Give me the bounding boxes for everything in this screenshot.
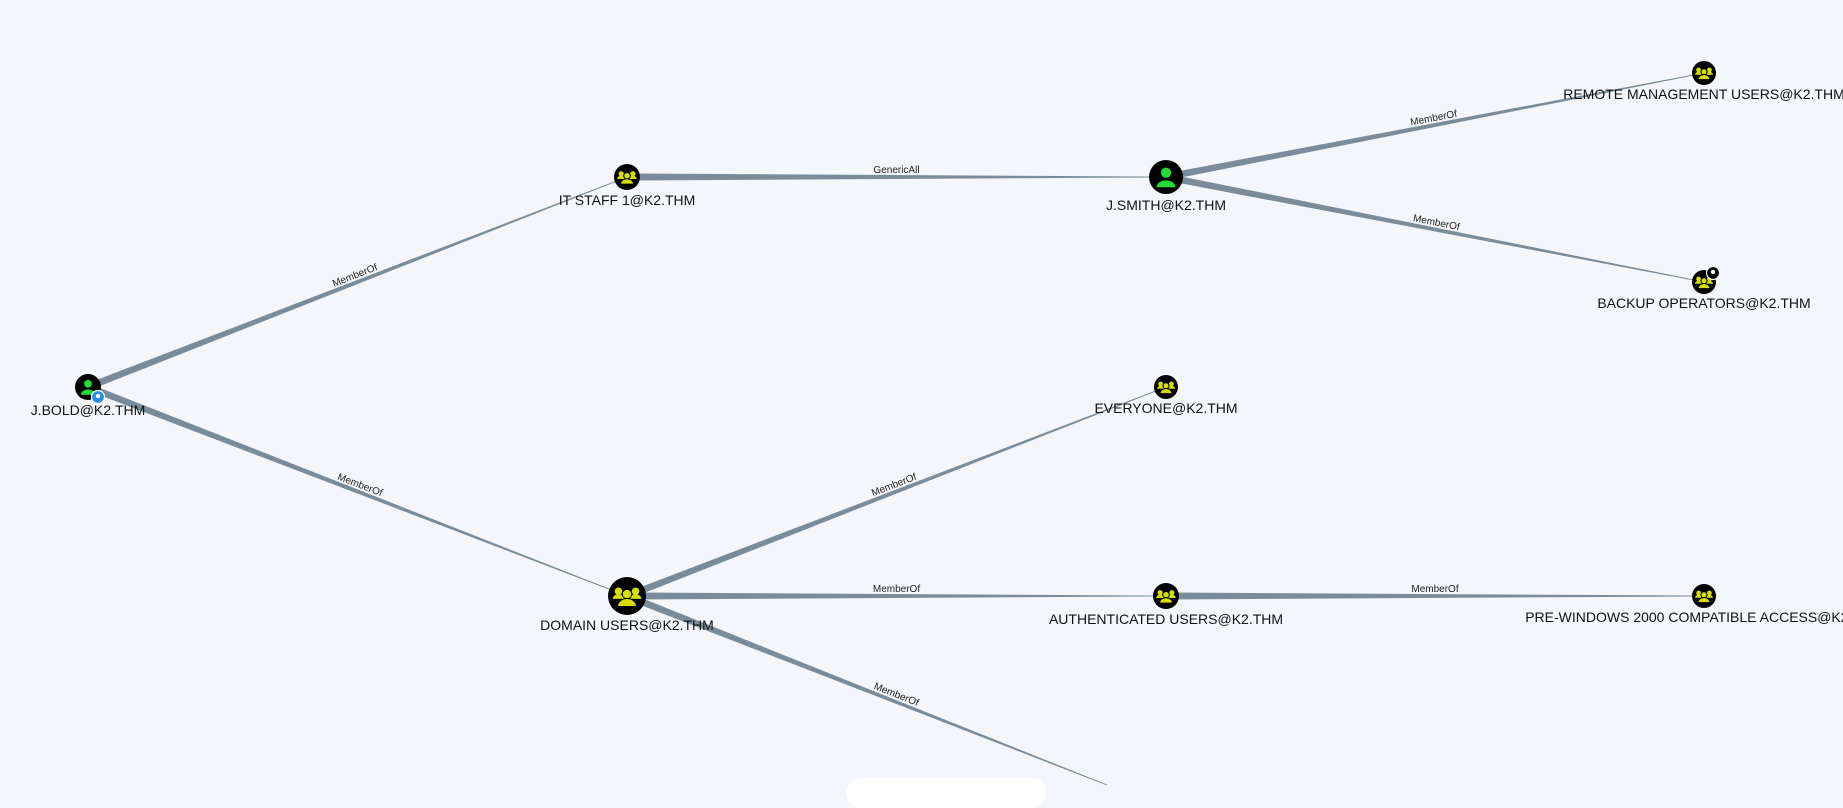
edge-line[interactable] bbox=[86, 383, 628, 597]
edge-jsmith-backup[interactable]: MemberOf bbox=[1165, 173, 1705, 283]
edge-label: GenericAll bbox=[873, 165, 919, 176]
edge-line[interactable] bbox=[625, 386, 1167, 600]
group-icon bbox=[612, 587, 642, 607]
node-remote[interactable]: REMOTE MANAGEMENT USERS@K2.THM bbox=[1563, 61, 1843, 102]
node-jsmith[interactable]: J.SMITH@K2.THM bbox=[1106, 160, 1226, 213]
group-icon bbox=[1157, 381, 1175, 395]
node-label: REMOTE MANAGEMENT USERS@K2.THM bbox=[1563, 86, 1843, 102]
bottom-toolbar[interactable] bbox=[846, 778, 1046, 808]
node-label: AUTHENTICATED USERS@K2.THM bbox=[1049, 611, 1283, 627]
graph-canvas[interactable]: MemberOfGenericAllMemberOfMemberOfMember… bbox=[0, 0, 1843, 785]
group-icon bbox=[1156, 590, 1176, 604]
edge-line[interactable] bbox=[625, 592, 1112, 785]
edge-line[interactable] bbox=[1165, 72, 1705, 181]
node-label: J.SMITH@K2.THM bbox=[1106, 197, 1226, 213]
high-value-gem-icon bbox=[1705, 265, 1721, 281]
edge-jbold-domusers[interactable]: MemberOf bbox=[86, 383, 628, 597]
owned-pin-icon bbox=[90, 389, 106, 405]
user-icon bbox=[1156, 167, 1176, 188]
node-everyone[interactable]: EVERYONE@K2.THM bbox=[1094, 375, 1238, 416]
edge-domusers-authusers[interactable]: MemberOf bbox=[627, 584, 1166, 600]
node-label: EVERYONE@K2.THM bbox=[1094, 400, 1237, 416]
node-backup[interactable]: BACKUP OPERATORS@K2.THM bbox=[1597, 265, 1811, 312]
node-domusers[interactable]: DOMAIN USERS@K2.THM bbox=[540, 577, 714, 633]
edge-line[interactable] bbox=[627, 592, 1166, 600]
group-icon bbox=[1695, 590, 1713, 604]
node-authusers[interactable]: AUTHENTICATED USERS@K2.THM bbox=[1049, 583, 1283, 627]
edge-line[interactable] bbox=[1165, 173, 1705, 283]
node-label: IT STAFF 1@K2.THM bbox=[559, 192, 696, 208]
node-itstaff[interactable]: IT STAFF 1@K2.THM bbox=[559, 164, 696, 208]
node-label: BACKUP OPERATORS@K2.THM bbox=[1597, 295, 1810, 311]
edge-itstaff-jsmith[interactable]: GenericAll bbox=[627, 165, 1166, 181]
group-icon bbox=[1695, 67, 1713, 81]
node-label: J.BOLD@K2.THM bbox=[31, 402, 146, 418]
edge-authusers-prewin[interactable]: MemberOf bbox=[1166, 584, 1704, 600]
node-label: PRE-WINDOWS 2000 COMPATIBLE ACCESS@K2.TH… bbox=[1525, 609, 1843, 625]
edge-line[interactable] bbox=[1166, 592, 1704, 600]
edge-jbold-itstaff[interactable]: MemberOf bbox=[86, 176, 628, 391]
user-icon bbox=[80, 379, 96, 395]
edge-line[interactable] bbox=[627, 173, 1166, 181]
node-jbold[interactable]: J.BOLD@K2.THM bbox=[31, 374, 146, 418]
edge-label: MemberOf bbox=[873, 584, 920, 595]
edge-label: MemberOf bbox=[1411, 584, 1458, 595]
edge-line[interactable] bbox=[86, 176, 628, 391]
node-prewin[interactable]: PRE-WINDOWS 2000 COMPATIBLE ACCESS@K2.TH… bbox=[1525, 584, 1843, 625]
group-icon bbox=[617, 171, 637, 185]
edge-domusers-everyone[interactable]: MemberOf bbox=[625, 386, 1167, 600]
node-label: DOMAIN USERS@K2.THM bbox=[540, 617, 714, 633]
